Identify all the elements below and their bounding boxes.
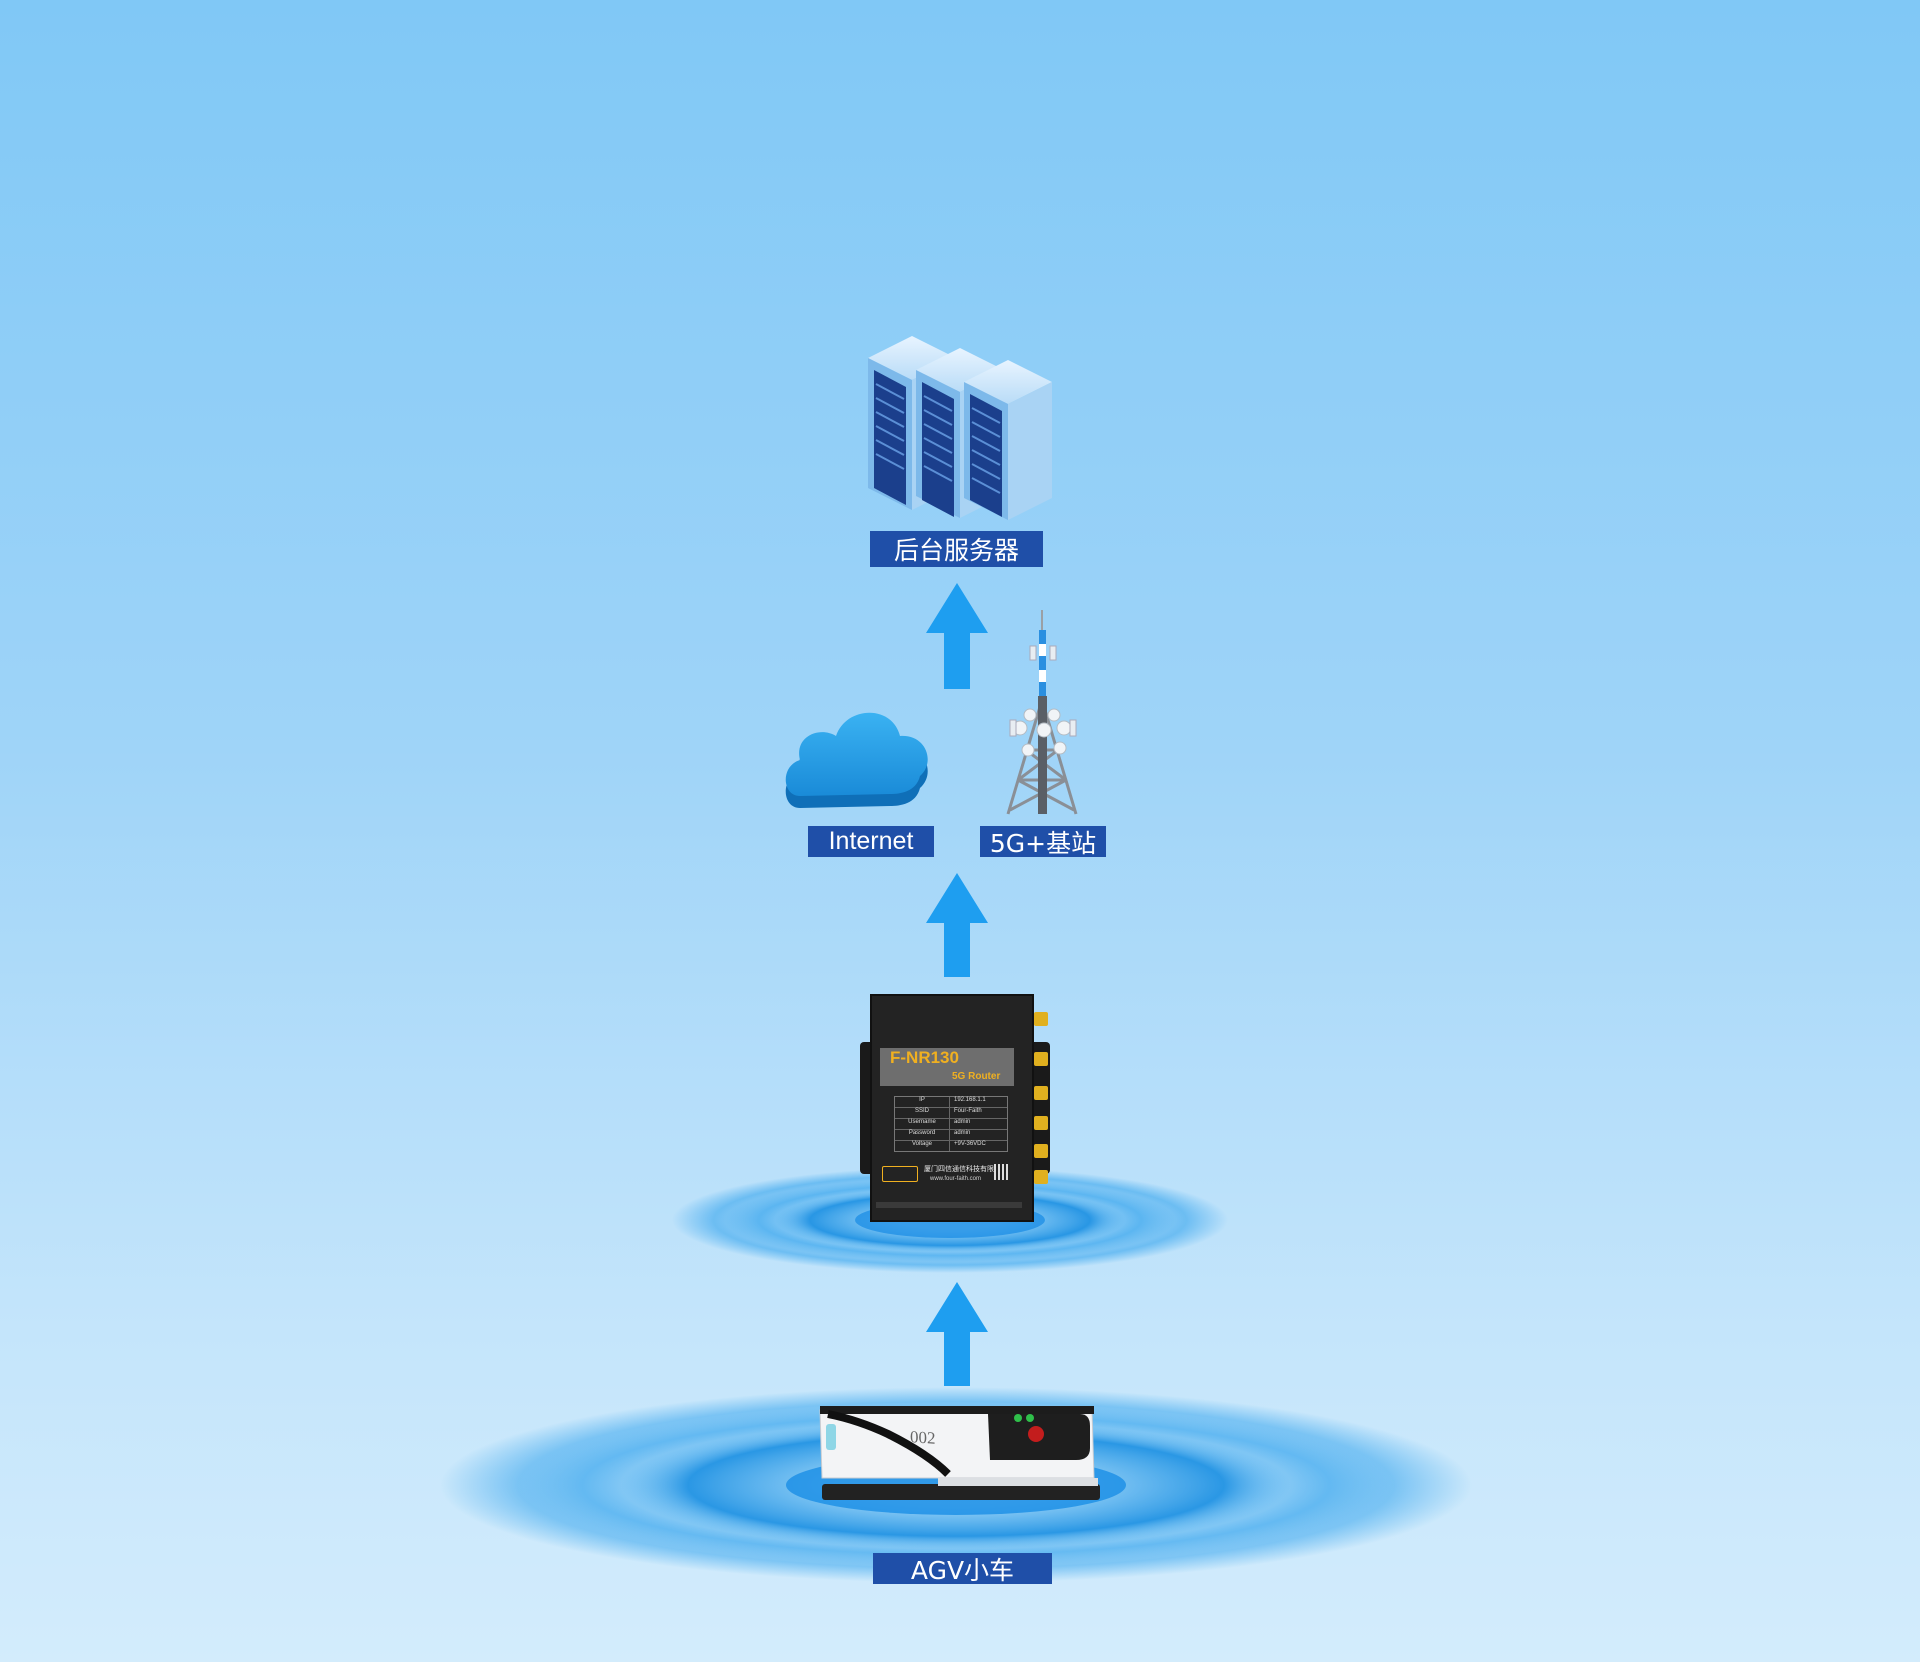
spec-key: IP — [895, 1097, 950, 1107]
company-website: www.four-faith.com — [930, 1176, 982, 1182]
agv-number: 002 — [910, 1427, 936, 1448]
base-station-label: 5G+基站 — [980, 826, 1106, 858]
server-label: 后台服务器 — [870, 531, 1043, 567]
agv-label: AGV小车 — [873, 1553, 1052, 1585]
spec-value: admin — [954, 1119, 971, 1125]
qr-code-icon — [994, 1164, 1010, 1180]
spec-value: +9V-36VDC — [954, 1141, 986, 1147]
arrow-up-icon — [926, 873, 988, 977]
arrow-up-icon — [926, 583, 988, 689]
arrow-up-icon — [926, 1282, 988, 1386]
router-model: F-NR130 — [890, 1048, 959, 1067]
spec-value: admin — [954, 1130, 971, 1136]
spec-key: SSID — [895, 1108, 950, 1118]
cloud-icon — [780, 700, 936, 810]
router-device: F-NR130 5G Router IP 192.168.1.1 SSID Four… — [860, 994, 1050, 1222]
server-rack-icon — [860, 322, 1060, 522]
spec-value: 192.168.1.1 — [954, 1097, 986, 1103]
router-spec-table: IP 192.168.1.1 SSID Four-Faith Username adm… — [894, 1096, 1008, 1152]
company-name: 厦门四信通信科技有限公司 — [924, 1165, 1008, 1173]
company-logo-icon — [882, 1166, 918, 1182]
internet-label: Internet — [808, 826, 934, 857]
agv-vehicle: 002 — [818, 1404, 1104, 1506]
spec-key: Password — [895, 1130, 950, 1140]
cell-tower-icon — [1000, 610, 1084, 816]
spec-key: Username — [895, 1119, 950, 1129]
spec-key: Voltage — [895, 1141, 950, 1151]
spec-value: Four-Faith — [954, 1108, 982, 1114]
router-subtitle: 5G Router — [952, 1071, 1001, 1082]
